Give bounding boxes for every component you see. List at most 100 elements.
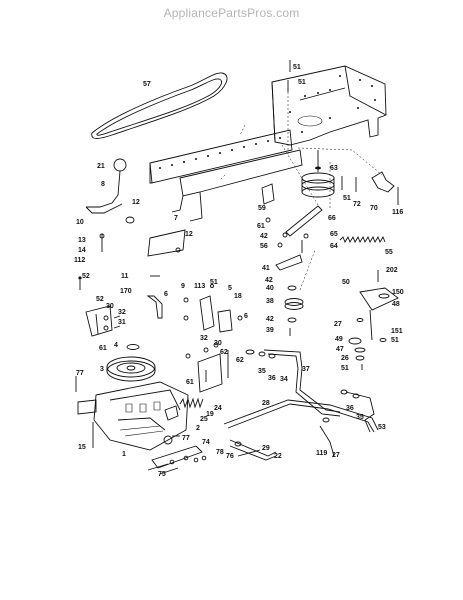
label-53: 53	[378, 424, 386, 431]
shift-lever	[85, 158, 135, 224]
label-24: 24	[214, 405, 222, 412]
label-2: 2	[196, 425, 200, 432]
label-65: 65	[330, 231, 338, 238]
label-35: 35	[258, 368, 266, 375]
transaxle	[77, 381, 189, 451]
label-63: 63	[330, 165, 338, 172]
label-51: 51	[298, 79, 306, 86]
label-116: 116	[392, 209, 403, 216]
label-11: 11	[121, 273, 129, 280]
label-30: 30	[106, 303, 114, 310]
label-35: 35	[356, 414, 364, 421]
label-51: 51	[343, 195, 351, 202]
bracket-62-assembly	[185, 342, 229, 393]
label-42: 42	[260, 233, 268, 240]
label-61: 61	[99, 345, 107, 352]
drive-belt	[91, 72, 228, 139]
pulley-assembly-63	[301, 150, 335, 198]
label-22: 22	[274, 453, 282, 460]
spring-55	[339, 235, 386, 244]
label-18: 18	[234, 293, 242, 300]
label-59: 59	[258, 205, 266, 212]
label-72: 72	[353, 201, 361, 208]
label-19: 19	[206, 411, 214, 418]
label-150: 150	[392, 289, 404, 296]
label-27: 27	[334, 321, 342, 328]
label-51: 51	[293, 64, 301, 71]
label-32: 32	[118, 309, 126, 316]
label-76: 76	[226, 453, 234, 460]
label-57: 57	[143, 81, 151, 88]
label-38: 38	[266, 298, 274, 305]
hardware-fasteners	[75, 60, 399, 448]
label-39: 39	[266, 327, 274, 334]
label-37: 37	[302, 366, 310, 373]
label-52: 52	[96, 296, 104, 303]
label-61: 61	[257, 223, 265, 230]
label-113: 113	[194, 283, 205, 290]
transaxle-pulley	[106, 344, 156, 382]
label-66: 66	[328, 215, 336, 222]
label-170: 170	[120, 288, 132, 295]
label-119: 119	[316, 450, 327, 457]
label-202: 202	[386, 267, 398, 274]
label-62: 62	[236, 357, 244, 364]
label-74: 74	[202, 439, 210, 446]
label-77: 77	[182, 435, 190, 442]
label-4: 4	[114, 342, 118, 349]
label-30: 30	[214, 340, 222, 347]
label-34: 34	[280, 376, 288, 383]
label-64: 64	[330, 243, 338, 250]
label-9: 9	[181, 283, 185, 290]
label-6: 6	[164, 291, 168, 298]
bracket-left-assembly	[85, 305, 121, 337]
label-13: 13	[78, 237, 86, 244]
label-55: 55	[385, 249, 393, 256]
label-112: 112	[74, 257, 85, 264]
label-36: 36	[268, 375, 276, 382]
label-32: 32	[200, 335, 208, 342]
leader-lines	[219, 88, 383, 291]
watermark: AppliancePartsPros.com	[163, 6, 300, 20]
idler-pulley-38-assembly	[275, 254, 304, 336]
label-5: 5	[228, 285, 232, 292]
bracket-7	[147, 229, 186, 257]
label-51: 51	[391, 337, 399, 344]
label-6: 6	[244, 313, 248, 320]
bottom-linkage	[147, 435, 207, 475]
label-78: 78	[216, 449, 224, 456]
label-7: 7	[174, 215, 178, 222]
label-31: 31	[118, 319, 126, 326]
label-28: 28	[262, 400, 270, 407]
label-51: 51	[341, 365, 349, 372]
label-47: 47	[336, 346, 344, 353]
bracket-170	[146, 295, 163, 319]
chassis-frame	[149, 65, 387, 222]
label-49: 49	[335, 336, 343, 343]
linkage-rods	[223, 349, 379, 461]
label-29: 29	[262, 445, 270, 452]
label-50: 50	[342, 279, 350, 286]
label-42: 42	[265, 277, 273, 284]
bracket-59	[261, 183, 275, 205]
label-62: 62	[220, 349, 228, 356]
label-3: 3	[100, 366, 104, 373]
bracket-48-assembly	[348, 287, 399, 370]
label-48: 48	[392, 301, 400, 308]
label-27: 27	[332, 452, 340, 459]
label-56: 56	[260, 243, 268, 250]
label-14: 14	[78, 247, 86, 254]
label-36: 36	[346, 405, 354, 412]
label-61: 61	[186, 379, 194, 386]
label-41: 41	[262, 265, 270, 272]
part-labels: 57 51 51 21 8 12 10 13 14 112 7 12 63 51…	[74, 64, 404, 478]
bracket-70	[371, 171, 395, 193]
label-12: 12	[132, 199, 140, 206]
label-1: 1	[122, 451, 126, 458]
label-52: 52	[82, 273, 90, 280]
bracket-113-assembly	[183, 284, 243, 333]
label-51: 51	[210, 279, 218, 286]
label-77: 77	[76, 370, 84, 377]
